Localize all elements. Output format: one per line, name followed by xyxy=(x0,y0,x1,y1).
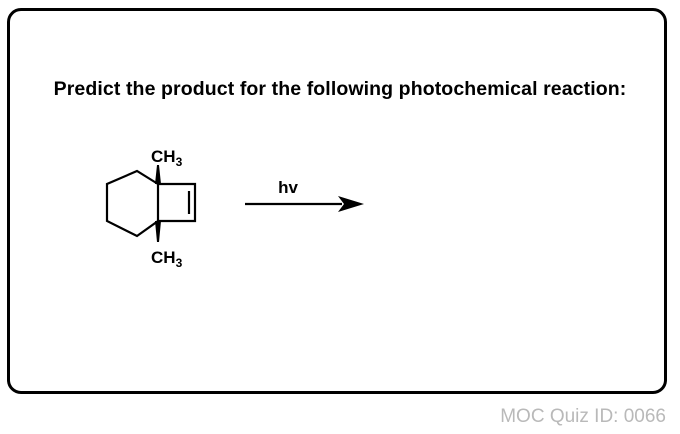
reaction-arrow: hv xyxy=(245,178,364,212)
question-text: Predict the product for the following ph… xyxy=(53,78,627,100)
reactant-molecule: CH3 CH3 xyxy=(105,147,197,270)
arrow-condition-label: hv xyxy=(278,178,298,197)
cyclohexane-ring xyxy=(105,169,160,238)
quiz-id-label: MOC Quiz ID: 0066 xyxy=(500,406,666,427)
bottom-wedge-bond xyxy=(155,221,161,242)
top-wedge-bond xyxy=(155,165,161,184)
arrow-head xyxy=(338,196,364,212)
question-card xyxy=(7,8,667,394)
cyclobutene-ring xyxy=(158,182,197,223)
top-methyl-label: CH3 xyxy=(151,147,183,169)
bottom-methyl-label: CH3 xyxy=(151,248,183,270)
